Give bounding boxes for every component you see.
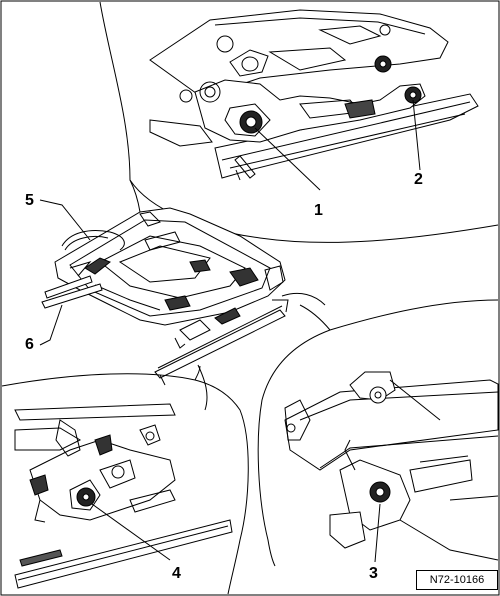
bottom-right-detail-view (257, 299, 499, 567)
callout-2: 2 (414, 171, 423, 188)
callout-3: 3 (369, 565, 378, 582)
callout-1: 1 (314, 202, 323, 219)
top-detail-view (99, 1, 499, 243)
figure-reference-label: N72-10166 (416, 570, 498, 590)
main-seat-frame (39, 199, 326, 411)
callout-5: 5 (25, 192, 34, 209)
callout-6: 6 (25, 336, 34, 353)
bottom-left-detail-view (1, 365, 249, 595)
callout-4: 4 (172, 565, 181, 582)
